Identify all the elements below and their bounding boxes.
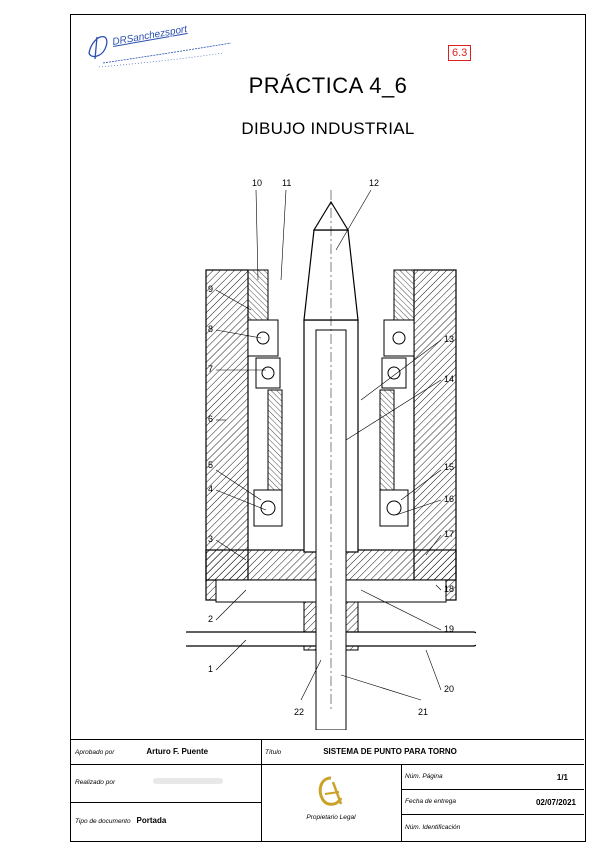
made-by-value-redacted [153,778,224,784]
doc-type-value: Portada [136,816,167,825]
owner-label: Propietario Legal [306,814,356,821]
page-number-value: 1/1 [556,773,568,782]
callout-20: 20 [444,684,454,694]
callout-1: 1 [208,664,213,674]
callout-8: 8 [208,324,213,334]
callout-15: 15 [444,462,454,472]
callout-14: 14 [444,374,454,384]
callout-12: 12 [369,178,379,188]
title-label: Título [265,749,282,756]
callout-5: 5 [208,460,213,470]
approved-value: Arturo F. Puente [146,747,209,756]
callout-13: 13 [444,334,454,344]
identification-label: Núm. Identificación [405,824,461,831]
callout-21: 21 [418,707,428,717]
callout-3: 3 [208,534,213,544]
title-block: Aprobado por Arturo F. Puente Título SIS… [71,739,584,841]
title-value: SISTEMA DE PUNTO PARA TORNO [323,747,457,756]
page-subtitle: DIBUJO INDUSTRIAL [241,119,415,138]
callout-10: 10 [252,178,262,188]
delivery-date-value: 02/07/2021 [535,798,576,807]
signature-logo: DRSanchezsport [88,24,232,68]
drawing-sheet: DRSanchezsport 6.3 PRÁCTICA 4_6 DIBUJO I… [70,14,586,842]
callout-9: 9 [208,284,213,294]
doc-type-label: Tipo de documento [75,818,131,825]
callout-19: 19 [444,624,454,634]
technical-drawing: 10 11 12 9 8 7 6 5 4 3 2 1 13 14 15 16 1… [186,178,476,730]
owner-logo-icon [318,776,343,806]
page-title: PRÁCTICA 4_6 [248,73,408,98]
made-by-label: Realizado por [75,779,116,786]
callout-6: 6 [208,414,213,424]
approved-label: Aprobado por [75,749,115,756]
callout-22: 22 [294,707,304,717]
callout-7: 7 [208,364,213,374]
svg-text:DRSanchezsport: DRSanchezsport [112,24,190,48]
callout-11: 11 [282,178,291,188]
page-number-label: Núm. Página [405,773,443,780]
callout-17: 17 [444,529,454,539]
callout-2: 2 [208,614,213,624]
delivery-date-label: Fecha de entrega [405,798,456,805]
callout-18: 18 [444,584,454,594]
callout-4: 4 [208,484,213,494]
revision-badge: 6.3 [448,45,472,61]
callout-16: 16 [444,494,454,504]
